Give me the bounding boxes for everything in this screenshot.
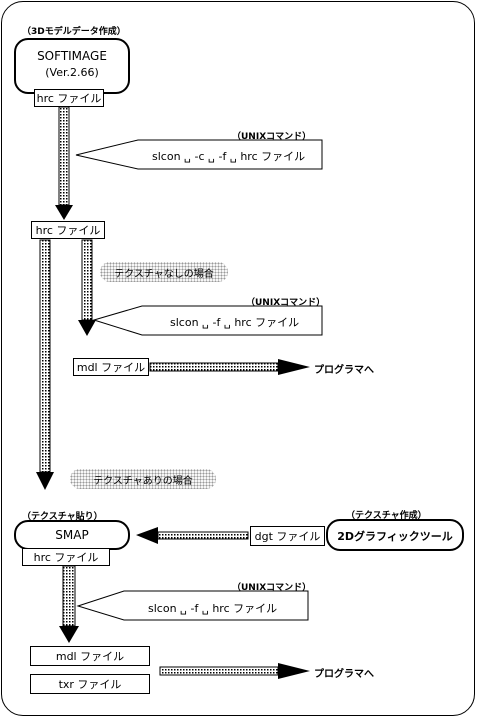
arrow-hrc-to-smap bbox=[36, 239, 54, 490]
arrow-bottom-to-programmer bbox=[159, 663, 310, 679]
smap-name: SMAP bbox=[55, 528, 89, 542]
txr-file-bottom: txr ファイル bbox=[30, 674, 150, 694]
arrow-smap-to-mdl bbox=[59, 565, 79, 643]
cmd2-callout bbox=[92, 305, 323, 336]
unix-cmd-tag-2: （UNIXコマンド） bbox=[246, 298, 326, 308]
softimage-version: (Ver.2.66) bbox=[45, 66, 99, 79]
unix-cmd-tag-3: （UNIXコマンド） bbox=[232, 583, 312, 593]
to-programmer-1: プログラマへ bbox=[314, 365, 374, 376]
modeling-tag: （3Dモデルデータ作成） bbox=[22, 27, 126, 37]
cmd3-callout bbox=[76, 590, 309, 621]
cmd3-text: slcon ␣ -f ␣ hrc ファイル bbox=[148, 602, 278, 615]
hrc-file-top: hrc ファイル bbox=[34, 89, 104, 107]
cmd1-callout bbox=[75, 139, 323, 170]
cmd1-text: slcon ␣ -c ␣ -f ␣ hrc ファイル bbox=[152, 150, 306, 163]
softimage-name: SOFTIMAGE bbox=[37, 49, 107, 63]
mdl-file-middle: mdl ファイル bbox=[73, 358, 149, 376]
arrow-hrc-to-mdl bbox=[78, 239, 96, 336]
texture-create-tag: （テクスチャ作成） bbox=[346, 511, 427, 521]
softimage-box: SOFTIMAGE (Ver.2.66) bbox=[14, 38, 130, 94]
to-programmer-2: プログラマへ bbox=[314, 669, 374, 680]
tool-2d-name: 2Dグラフィックツール bbox=[337, 530, 453, 543]
arrow-dgt-to-smap bbox=[136, 527, 249, 544]
no-texture-label: テクスチャなしの場合 bbox=[100, 262, 228, 282]
hrc-file-smap: hrc ファイル bbox=[22, 548, 110, 566]
with-texture-label: テクスチャありの場合 bbox=[70, 469, 216, 489]
unix-cmd-tag-1: （UNIXコマンド） bbox=[232, 132, 312, 142]
cmd2-text: slcon ␣ -f ␣ hrc ファイル bbox=[170, 316, 300, 329]
dgt-file: dgt ファイル bbox=[250, 526, 325, 546]
texture-paste-tag: （テクスチャ貼り） bbox=[22, 512, 103, 522]
hrc-file-middle: hrc ファイル bbox=[31, 221, 105, 239]
tool-2d-box: 2Dグラフィックツール bbox=[326, 519, 464, 551]
mdl-file-bottom: mdl ファイル bbox=[30, 646, 150, 666]
arrow-softimage-to-hrc bbox=[55, 106, 73, 220]
arrow-mdl-to-programmer bbox=[149, 359, 310, 375]
smap-box: SMAP bbox=[14, 520, 130, 550]
